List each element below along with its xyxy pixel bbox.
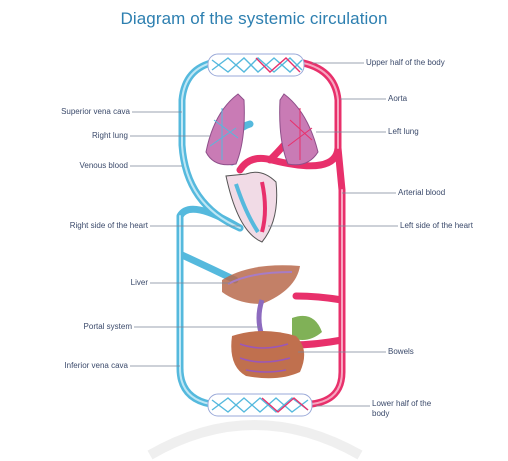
label-venous-blood: Venous blood <box>80 161 129 171</box>
descending-aorta-path <box>312 148 342 404</box>
portal-system-path <box>259 300 262 336</box>
heart-shape <box>226 172 277 242</box>
left-lung-shape <box>280 94 318 165</box>
stomach-shape <box>292 316 322 340</box>
label-aorta: Aorta <box>388 94 407 104</box>
label-lower-half: Lower half of the body <box>372 399 446 419</box>
label-right-heart: Right side of the heart <box>70 221 148 231</box>
label-liver: Liver <box>131 278 148 288</box>
label-upper-half: Upper half of the body <box>366 58 445 68</box>
label-inferior-vena-cava: Inferior vena cava <box>64 361 128 371</box>
upper-capillary-network <box>208 54 304 76</box>
label-left-heart: Left side of the heart <box>400 221 473 231</box>
hepatic-artery-path <box>296 296 342 300</box>
label-superior-vena-cava: Superior vena cava <box>61 107 130 117</box>
lower-capillary-network <box>208 394 312 416</box>
label-left-lung: Left lung <box>388 127 419 137</box>
inferior-vena-cava-path <box>180 209 240 404</box>
label-portal-system: Portal system <box>84 322 132 332</box>
hepatic-vein-path <box>182 255 235 280</box>
liver-shape <box>222 265 300 304</box>
background-arch <box>150 425 360 455</box>
label-bowels: Bowels <box>388 347 414 357</box>
label-right-lung: Right lung <box>92 131 128 141</box>
label-arterial-blood: Arterial blood <box>398 188 445 198</box>
bowels-shape <box>231 331 304 378</box>
right-lung-shape <box>206 94 244 165</box>
